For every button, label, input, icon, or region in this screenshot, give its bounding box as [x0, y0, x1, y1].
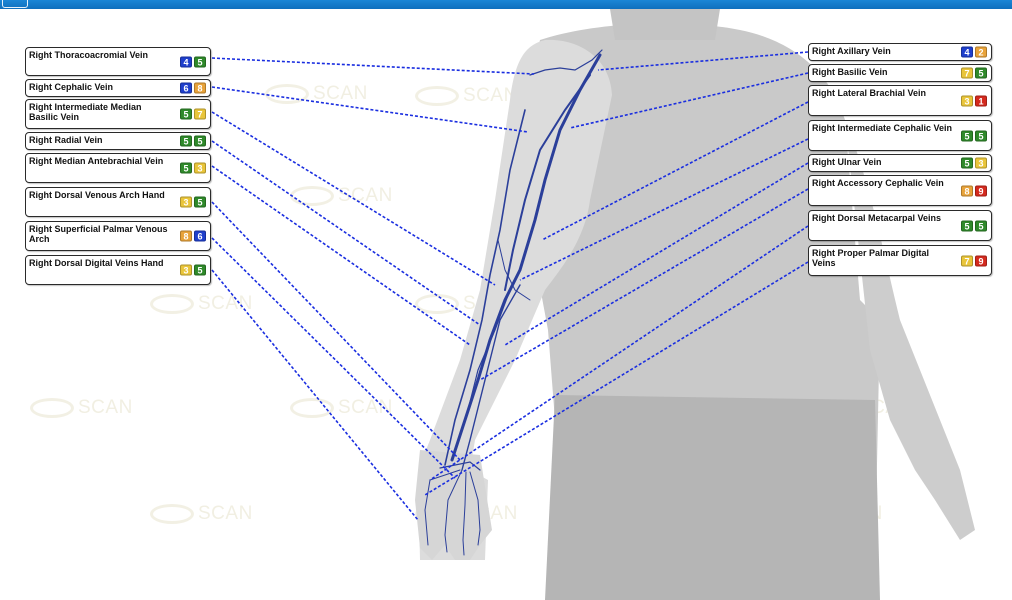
score-badge: 8 — [180, 231, 192, 242]
top-toolbar — [0, 0, 1012, 9]
score-badge: 3 — [975, 158, 987, 169]
score-badge: 9 — [975, 185, 987, 196]
neck — [610, 9, 720, 40]
score-badge: 5 — [975, 68, 987, 79]
score-badge: 5 — [180, 163, 192, 174]
score-badge: 8 — [961, 185, 973, 196]
score-badge: 7 — [194, 109, 206, 120]
score-badge: 4 — [961, 47, 973, 58]
score-badge: 3 — [180, 197, 192, 208]
score-badge: 1 — [975, 95, 987, 106]
score-badge: 3 — [180, 265, 192, 276]
score-badge: 3 — [961, 95, 973, 106]
score-badge: 6 — [194, 231, 206, 242]
score-badge: 5 — [194, 197, 206, 208]
menu-button[interactable] — [2, 0, 28, 8]
score-badge: 9 — [975, 255, 987, 266]
score-badge: 5 — [180, 136, 192, 147]
score-badge: 8 — [194, 83, 206, 94]
score-badge: 5 — [961, 158, 973, 169]
score-badge: 5 — [194, 265, 206, 276]
label-right-intermediate-median-basilic-vein[interactable]: Right Intermediate Median Basilic Vein 5… — [25, 99, 211, 129]
score-badge: 6 — [180, 83, 192, 94]
score-badge: 2 — [975, 47, 987, 58]
right-hand — [415, 450, 492, 560]
score-badge: 5 — [194, 56, 206, 67]
score-badge: 5 — [180, 109, 192, 120]
score-badge: 7 — [961, 255, 973, 266]
score-badge: 5 — [194, 136, 206, 147]
score-badge: 5 — [961, 130, 973, 141]
anatomy-viewer: SCAN SCAN SCAN SCAN SCAN SCAN SCAN SCAN … — [0, 9, 1012, 600]
score-badge: 5 — [961, 220, 973, 231]
score-badge: 5 — [975, 220, 987, 231]
shorts — [545, 395, 880, 600]
score-badge: 5 — [975, 130, 987, 141]
score-badge: 7 — [961, 68, 973, 79]
score-badge: 4 — [180, 56, 192, 67]
score-badge: 3 — [194, 163, 206, 174]
